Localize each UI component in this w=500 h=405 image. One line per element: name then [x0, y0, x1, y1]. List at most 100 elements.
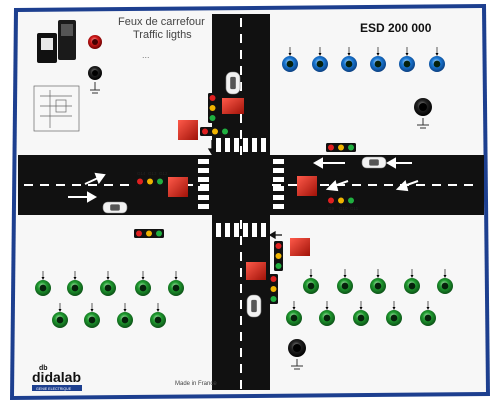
socket-blue[interactable]: [429, 47, 445, 72]
socket-blue[interactable]: [312, 47, 328, 72]
crosswalk-stripe: [273, 177, 284, 182]
power-socket-black[interactable]: [88, 66, 102, 80]
socket-blue[interactable]: [399, 47, 415, 72]
crosswalk-stripe: [216, 223, 221, 237]
socket-green[interactable]: [35, 271, 51, 296]
lane-dash: [240, 146, 242, 155]
lane-dash: [272, 184, 281, 186]
socket-black-right[interactable]: [414, 98, 432, 116]
socket-green[interactable]: [150, 303, 166, 328]
signal-south-east: [290, 238, 310, 256]
lamp-cluster: [269, 274, 278, 304]
ground-icon: [291, 359, 303, 370]
lane-dash: [336, 184, 345, 186]
car-icon: [102, 201, 128, 214]
socket-green[interactable]: [168, 271, 184, 296]
lane-dash: [384, 184, 393, 186]
lane-dash: [240, 236, 242, 245]
lane-dash: [288, 184, 297, 186]
crosswalk-stripe: [273, 159, 284, 164]
car-icon: [361, 156, 387, 169]
arrow-icon: [68, 157, 419, 203]
blue-socket-row: [282, 47, 445, 72]
socket-green[interactable]: [337, 269, 353, 294]
crosswalk-stripe: [198, 195, 209, 200]
cars: [102, 71, 387, 318]
socket-green[interactable]: [100, 271, 116, 296]
socket-blue[interactable]: [341, 47, 357, 72]
socket-green[interactable]: [135, 271, 151, 296]
lane-dash: [24, 184, 33, 186]
signal-north-west: [178, 120, 198, 140]
socket-green[interactable]: [370, 269, 386, 294]
socket-green[interactable]: [84, 303, 100, 328]
lamp-cluster: [200, 127, 230, 136]
lamp-cluster: [135, 177, 165, 186]
car-icon: [225, 71, 241, 95]
crosswalk-stripe: [273, 195, 284, 200]
socket-green[interactable]: [319, 301, 335, 326]
socket-blue[interactable]: [282, 47, 298, 72]
lane-dash: [240, 348, 242, 357]
lamp-label-e3: G11: [350, 206, 359, 211]
pedestrian-crossings: [198, 138, 284, 237]
socket-blue[interactable]: [370, 47, 386, 72]
power-switch-icon[interactable]: [37, 20, 76, 63]
lamp-cluster: [208, 93, 217, 123]
socket-green[interactable]: [67, 271, 83, 296]
crosswalk-stripe: [261, 138, 266, 152]
title-dots: ...: [142, 50, 150, 60]
lane-dash: [120, 184, 129, 186]
lane-dash: [320, 184, 329, 186]
crosswalk-stripe: [261, 223, 266, 237]
lane-dash: [240, 82, 242, 91]
lamp-cluster: [274, 241, 283, 271]
ground-icon: [90, 82, 100, 94]
model-number: ESD 200 000: [360, 21, 432, 35]
socket-green[interactable]: [437, 269, 453, 294]
lane-dash: [240, 114, 242, 123]
made-in-label: Made in France: [175, 381, 217, 387]
lamp-cluster: [326, 196, 356, 205]
socket-green[interactable]: [420, 301, 436, 326]
crosswalk-stripe: [198, 186, 209, 191]
title-french: Feux de carrefour: [118, 16, 205, 28]
lane-dash: [56, 184, 65, 186]
socket-green[interactable]: [353, 301, 369, 326]
socket-green[interactable]: [52, 303, 68, 328]
signal-west: [168, 177, 188, 197]
signal-north: [222, 98, 244, 114]
lane-dash: [88, 184, 97, 186]
lane-dash: [184, 184, 193, 186]
crosswalk-stripe: [252, 138, 257, 152]
lane-dash: [104, 184, 113, 186]
lamp-label-w1: G14: [137, 171, 146, 176]
socket-green[interactable]: [404, 269, 420, 294]
crosswalk-stripe: [243, 223, 248, 237]
lane-dash: [40, 184, 49, 186]
power-socket-red[interactable]: [88, 35, 102, 49]
crosswalk-stripe: [243, 138, 248, 152]
green-socket-array: [35, 269, 453, 328]
crosswalk-stripe: [198, 204, 209, 209]
socket-green[interactable]: [303, 269, 319, 294]
signal-east: [297, 176, 317, 196]
lane-dash: [240, 18, 242, 27]
socket-green[interactable]: [386, 301, 402, 326]
brand-mark: db: [39, 365, 48, 372]
lane-dash: [416, 184, 425, 186]
crosswalk-stripe: [252, 223, 257, 237]
lane-dash: [240, 252, 242, 261]
socket-green[interactable]: [117, 303, 133, 328]
traffic-light-lamps: [134, 93, 356, 304]
crosswalk-stripe: [234, 138, 239, 152]
lamp-cluster: [326, 143, 356, 152]
socket-black-bottom[interactable]: [288, 339, 306, 357]
crosswalk-stripe: [198, 177, 209, 182]
socket-green[interactable]: [286, 301, 302, 326]
lane-dash: [72, 184, 81, 186]
crosswalk-stripe: [198, 168, 209, 173]
circuit-schematic: [33, 85, 80, 132]
lane-dash: [368, 184, 377, 186]
